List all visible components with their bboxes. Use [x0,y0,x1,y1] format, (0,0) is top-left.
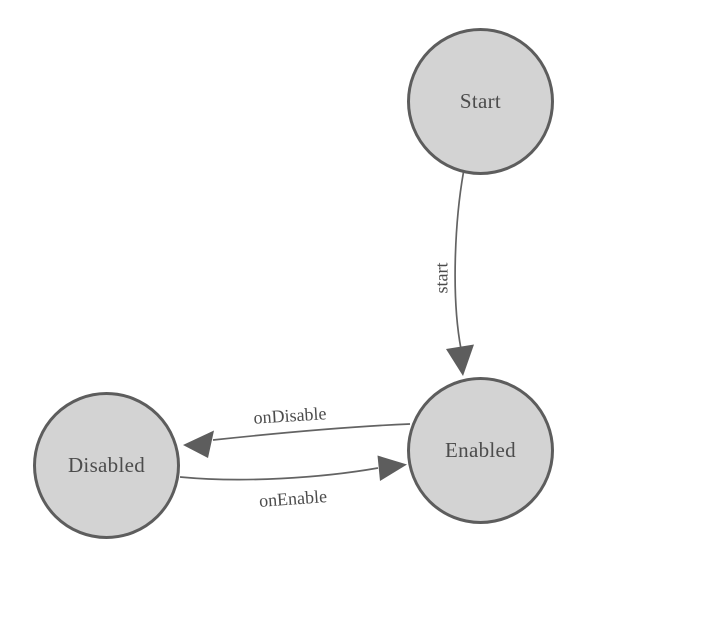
state-label-start: Start [459,89,502,113]
state-label-enabled: Enabled [445,438,516,462]
arrowhead-enabled-to-disabled [183,430,214,458]
state-node-start: Start [407,28,554,175]
edge-disabled-to-enabled [179,467,379,481]
edge-label-ondisable: onDisable [252,403,328,428]
state-node-disabled: Disabled [33,392,180,539]
edge-start-to-enabled [454,171,465,350]
arrowhead-disabled-to-enabled [377,455,407,481]
arrowhead-start-to-enabled [446,344,474,376]
edge-enabled-to-disabled [212,423,411,441]
state-label-disabled: Disabled [67,453,146,477]
edge-label-start: start [431,262,452,294]
state-node-enabled: Enabled [407,377,554,524]
